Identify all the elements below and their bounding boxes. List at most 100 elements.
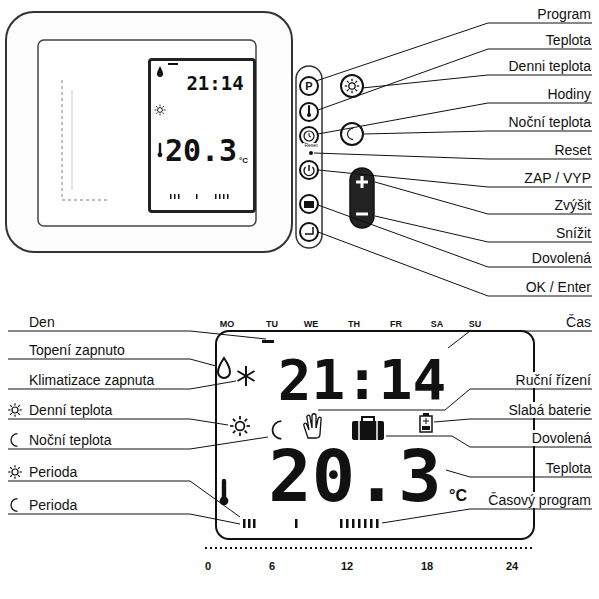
leader-line bbox=[8, 331, 266, 339]
device-housing bbox=[72, 90, 73, 190]
callout-label: Den bbox=[28, 314, 56, 330]
small-display-icons bbox=[196, 194, 198, 199]
lcd-text: WE bbox=[304, 320, 319, 329]
lcd-icons bbox=[295, 519, 298, 528]
lcd-display: MOTUWETHFRSASU21:1420.3°C bbox=[215, 330, 535, 540]
callout-label: Reset bbox=[303, 143, 318, 149]
button-letter: P bbox=[304, 80, 313, 93]
lcd-icons bbox=[262, 340, 274, 343]
lcd-icons bbox=[423, 413, 429, 416]
button-panel bbox=[304, 201, 314, 208]
small-display-icons bbox=[168, 63, 178, 65]
lcd-icons bbox=[376, 519, 379, 528]
lcd-icons bbox=[253, 519, 256, 528]
lcd-text: MO bbox=[220, 320, 235, 329]
lcd-icons bbox=[376, 421, 378, 440]
callout-label: Hodiny bbox=[546, 86, 592, 102]
small-display-icons bbox=[170, 194, 229, 199]
callout-label: Noční teplota bbox=[508, 114, 593, 130]
scale-number: 18 bbox=[420, 560, 434, 573]
scale-number: 12 bbox=[340, 560, 354, 573]
leader-line bbox=[318, 103, 592, 134]
callout-label: Noční teplota bbox=[28, 432, 113, 448]
button-panel bbox=[304, 167, 314, 176]
leader-line bbox=[8, 514, 240, 524]
callout-label: Perioda bbox=[28, 464, 78, 480]
button-panel bbox=[356, 213, 368, 216]
lcd-text: SA bbox=[431, 320, 444, 329]
small-display-icons bbox=[219, 194, 221, 199]
callout-label: OK / Enter bbox=[525, 279, 592, 295]
lcd-text: TU bbox=[266, 320, 278, 329]
legend-icons bbox=[11, 434, 17, 447]
button-panel bbox=[300, 161, 318, 179]
leader-line bbox=[318, 205, 592, 267]
lcd-icons bbox=[422, 426, 430, 430]
leader-line bbox=[364, 131, 592, 134]
callout-label: Zvýšit bbox=[553, 197, 592, 213]
lcd-text: °C bbox=[239, 157, 248, 165]
callout-label: Časový program bbox=[487, 492, 592, 508]
leader-line bbox=[318, 232, 592, 296]
callout-label: Denní teplota bbox=[28, 402, 113, 418]
callout-label: Perioda bbox=[28, 497, 78, 513]
lcd-icons bbox=[273, 421, 282, 439]
callout-label: Dovolená bbox=[531, 430, 592, 446]
device-housing bbox=[6, 12, 292, 252]
lcd-icons bbox=[238, 371, 255, 381]
device-housing bbox=[62, 80, 110, 200]
lcd-text: 20.3 bbox=[268, 440, 441, 512]
callout-label: Snížit bbox=[555, 225, 592, 241]
lcd-icons bbox=[420, 416, 432, 432]
button-panel bbox=[341, 75, 363, 97]
device-housing bbox=[38, 40, 256, 226]
leader-line bbox=[318, 49, 592, 110]
legend-icons bbox=[11, 499, 17, 512]
lcd-icons bbox=[364, 519, 367, 528]
small-display-icons bbox=[158, 144, 163, 157]
leader-line bbox=[8, 359, 216, 366]
callout-label: Reset bbox=[553, 142, 592, 158]
button-panel bbox=[308, 165, 310, 171]
leader-line bbox=[375, 182, 592, 214]
callout-label: Teplota bbox=[545, 460, 592, 476]
button-panel bbox=[350, 168, 374, 228]
leader-line bbox=[8, 419, 228, 425]
small-display-icons bbox=[227, 194, 229, 199]
button-panel bbox=[300, 77, 318, 95]
small-display-icons bbox=[155, 105, 166, 116]
lcd-icons bbox=[423, 421, 429, 422]
leader-line bbox=[8, 481, 240, 517]
lcd-text: TH bbox=[348, 320, 360, 329]
leader-line bbox=[8, 23, 592, 524]
button-panel bbox=[309, 133, 311, 137]
time-scale bbox=[205, 548, 535, 549]
scale-number: 24 bbox=[505, 560, 519, 573]
lcd-icons bbox=[220, 481, 229, 505]
lcd-icons bbox=[238, 371, 255, 381]
small-display-icons bbox=[170, 194, 172, 199]
callout-label: Topení zapnuto bbox=[28, 342, 126, 358]
lcd-display: 21:1420.3°C bbox=[148, 58, 256, 213]
lcd-icons bbox=[238, 366, 255, 386]
lcd-icons bbox=[370, 519, 373, 528]
lcd-icons bbox=[230, 416, 250, 436]
lcd-icons bbox=[243, 519, 379, 528]
button-panel bbox=[361, 176, 364, 188]
button-panel bbox=[345, 79, 359, 93]
callout-label: ZAP / VYP bbox=[523, 170, 592, 186]
lcd-icons bbox=[248, 519, 251, 528]
button-panel bbox=[296, 66, 322, 248]
button-panel bbox=[309, 151, 313, 155]
lcd-icons bbox=[243, 519, 246, 528]
callout-label: Dovolená bbox=[531, 250, 592, 266]
lcd-icons bbox=[352, 421, 384, 440]
callout-label: Čas bbox=[565, 314, 592, 330]
lcd-text: 21:14 bbox=[186, 74, 243, 93]
lcd-icons bbox=[218, 358, 230, 378]
button-panel bbox=[304, 131, 314, 141]
leader-line bbox=[448, 331, 592, 348]
button-panel bbox=[300, 223, 318, 241]
button-panel bbox=[300, 195, 318, 213]
